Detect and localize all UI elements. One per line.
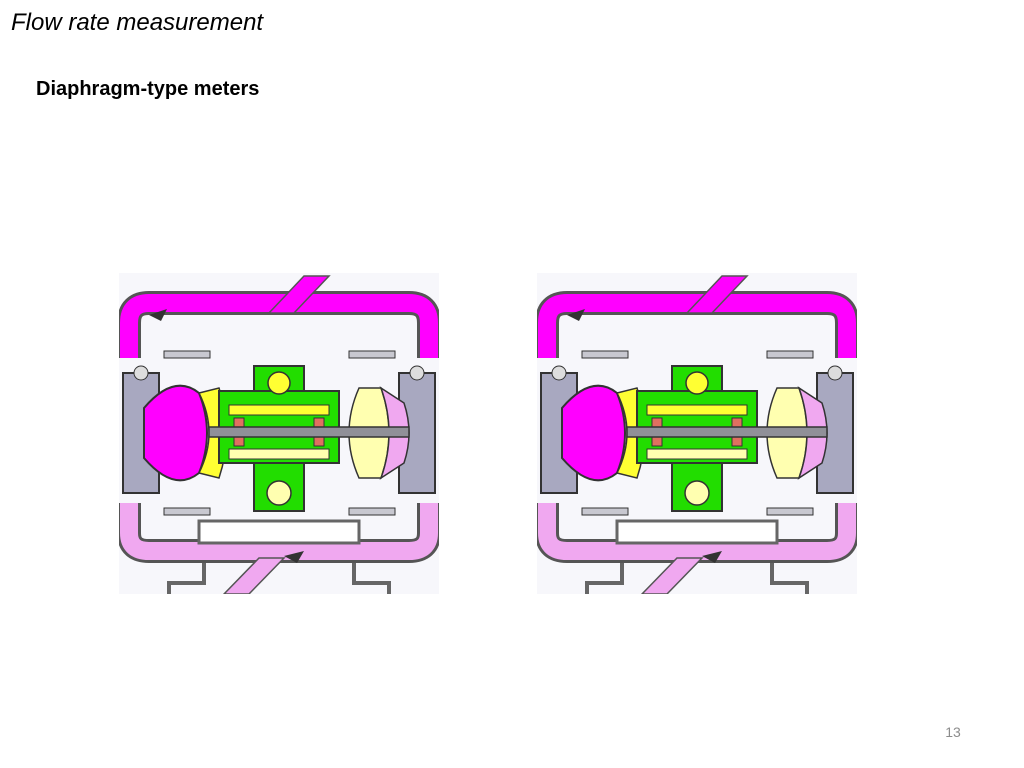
diaphragm-meter-diagram-right	[537, 273, 857, 594]
slide-title: Flow rate measurement	[11, 9, 264, 36]
page-number: 13	[945, 724, 961, 740]
slide-subtitle: Diaphragm-type meters	[36, 78, 260, 100]
diaphragm-meter-diagram-left	[119, 273, 439, 594]
